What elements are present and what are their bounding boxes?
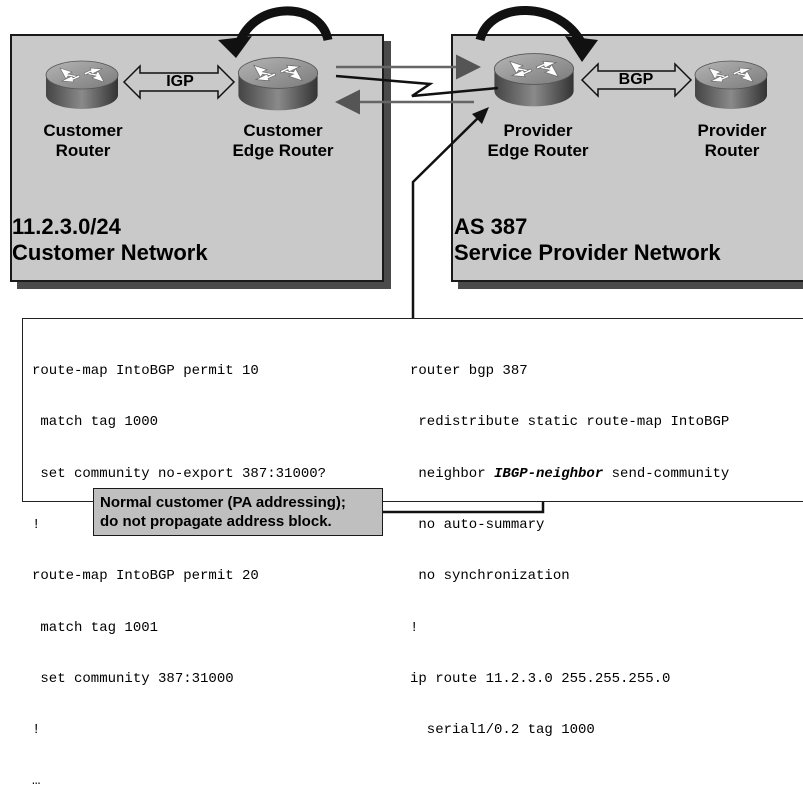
config-left-line: route-map IntoBGP permit 20 <box>32 568 259 585</box>
network-diagram <box>45 6 768 514</box>
customer-edge-router-label: Customer Edge Router <box>218 121 348 161</box>
customer-loop-arrow <box>233 6 333 50</box>
send-community-keyword: send-community <box>603 465 730 482</box>
customer-loop-arrowhead <box>218 36 252 58</box>
provider-edge-router-label-line1: Provider <box>503 121 573 140</box>
callout-line1: Normal customer (PA addressing); <box>100 494 346 511</box>
config-left-line: ! <box>32 517 41 534</box>
config-right-line: neighbor IBGP-neighbor send-community <box>410 466 729 483</box>
config-right-line: no synchronization <box>410 568 570 585</box>
callout-line2: do not propagate address block. <box>100 513 332 530</box>
callout-text: Normal customer (PA addressing); do not … <box>100 493 346 531</box>
config-right-line: serial1/0.2 tag 1000 <box>410 722 595 739</box>
config-left-line: match tag 1001 <box>32 619 159 636</box>
customer-router-icon <box>45 60 119 110</box>
customer-edge-router-icon <box>237 57 319 111</box>
config-right-column: router bgp 387 redistribute static route… <box>410 329 729 756</box>
provider-as-number: AS 387 <box>454 214 528 239</box>
config-left-line: set community no-export 387:31000? <box>32 465 327 482</box>
config-pointer-line <box>411 114 482 319</box>
customer-network-name: Customer Network <box>12 240 208 265</box>
provider-network-label: AS 387 Service Provider Network <box>454 214 721 266</box>
config-right-line: no auto-summary <box>410 517 545 534</box>
igp-label: IGP <box>166 73 194 90</box>
bgp-arrow <box>580 62 693 98</box>
bgp-label: BGP <box>618 71 654 88</box>
provider-router-label: Provider Router <box>684 121 780 161</box>
provider-router-label-line2: Router <box>704 141 760 160</box>
config-left-line: … <box>32 773 41 790</box>
customer-prefix: 11.2.3.0/24 <box>12 214 121 239</box>
igp-arrow <box>122 64 236 100</box>
config-left-line: route-map IntoBGP permit 10 <box>32 363 259 380</box>
customer-edge-router-label-line1: Customer <box>243 121 323 140</box>
customer-edge-router-label-line2: Edge Router <box>232 141 334 160</box>
neighbor-placeholder: IBGP-neighbor <box>494 465 604 482</box>
config-right-line: router bgp 387 <box>410 363 528 380</box>
config-left-line: ! <box>32 722 41 739</box>
provider-network-name: Service Provider Network <box>454 240 721 265</box>
customer-router-label: Customer Router <box>28 121 138 161</box>
provider-router-label-line1: Provider <box>697 121 767 140</box>
provider-loop-arrowhead <box>565 36 598 62</box>
customer-router-label-line2: Router <box>55 141 111 160</box>
provider-edge-router-icon <box>493 53 575 107</box>
config-left-column: route-map IntoBGP permit 10 match tag 10… <box>32 329 326 808</box>
provider-loop-arrow <box>475 6 587 47</box>
customer-network-label: 11.2.3.0/24 Customer Network <box>12 214 208 266</box>
config-box <box>22 318 803 502</box>
config-right-line: ! <box>410 619 419 636</box>
config-right-line: ip route 11.2.3.0 255.255.255.0 <box>410 670 671 687</box>
provider-edge-router-label-line2: Edge Router <box>487 141 589 160</box>
provider-edge-router-label: Provider Edge Router <box>473 121 603 161</box>
provider-router-icon <box>694 60 768 110</box>
serial-link-zigzag <box>335 74 499 98</box>
customer-router-label-line1: Customer <box>43 121 123 140</box>
config-pointer-arrowhead <box>472 107 489 124</box>
config-left-line: set community 387:31000 <box>32 670 234 687</box>
callout-box: Normal customer (PA addressing); do not … <box>93 488 383 536</box>
config-left-line: match tag 1000 <box>32 414 159 431</box>
config-right-line: redistribute static route-map IntoBGP <box>410 414 730 431</box>
neighbor-keyword: neighbor <box>410 465 495 482</box>
